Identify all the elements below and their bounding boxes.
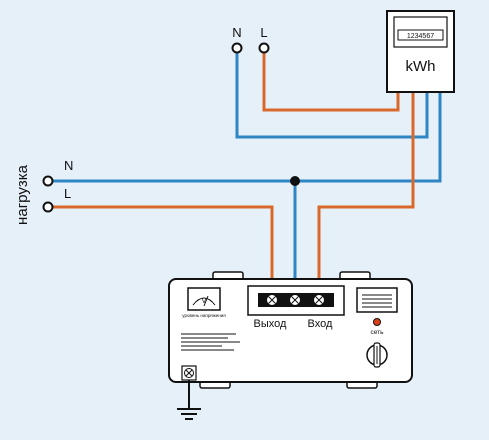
voltage-stabilizer: V уровень напряжения Выход Вход bbox=[168, 271, 413, 389]
vent-grille bbox=[356, 287, 398, 313]
ground-symbol-icon bbox=[177, 380, 201, 420]
meter-unit-label: kWh bbox=[406, 58, 436, 75]
meter-counter-window bbox=[397, 29, 444, 41]
supply-neutral-terminal bbox=[231, 42, 243, 54]
load-side-label: нагрузка bbox=[14, 164, 31, 225]
meter-line-out-wire bbox=[317, 92, 415, 298]
meter-neutral-out-wire bbox=[48, 92, 442, 183]
power-indicator-label: сеть bbox=[370, 329, 384, 336]
stabilizer-body bbox=[168, 278, 413, 383]
input-terminal-label: Вход bbox=[308, 318, 333, 330]
ground-terminal-screw bbox=[181, 365, 197, 381]
supply-line-terminal bbox=[258, 42, 270, 54]
load-neutral-label: N bbox=[64, 158, 73, 173]
load-line-terminal bbox=[42, 201, 54, 213]
voltmeter-gauge-icon bbox=[187, 287, 221, 311]
terminal-screw-icon bbox=[266, 294, 278, 306]
load-line-wire bbox=[48, 205, 274, 298]
terminal-screw-icon bbox=[313, 294, 325, 306]
meter-counter-value: 1234567 bbox=[407, 33, 434, 40]
supply-line-label: L bbox=[260, 25, 267, 40]
supply-line-wire bbox=[262, 52, 400, 112]
terminal-screw-icon bbox=[289, 294, 301, 306]
info-plate-lines bbox=[181, 333, 240, 351]
load-line-label: L bbox=[64, 186, 71, 201]
neutral-junction-dot bbox=[290, 176, 300, 186]
electricity-meter: 1234567 kWh bbox=[386, 10, 455, 93]
supply-neutral-wire bbox=[235, 52, 429, 139]
output-terminal-label: Выход bbox=[254, 318, 287, 330]
gauge-symbol: V bbox=[202, 298, 207, 305]
power-switch-icon bbox=[366, 342, 388, 368]
supply-neutral-label: N bbox=[232, 25, 241, 40]
power-led-icon bbox=[373, 318, 381, 326]
gauge-caption: уровень напряжения bbox=[182, 313, 226, 318]
load-neutral-terminal bbox=[42, 175, 54, 187]
